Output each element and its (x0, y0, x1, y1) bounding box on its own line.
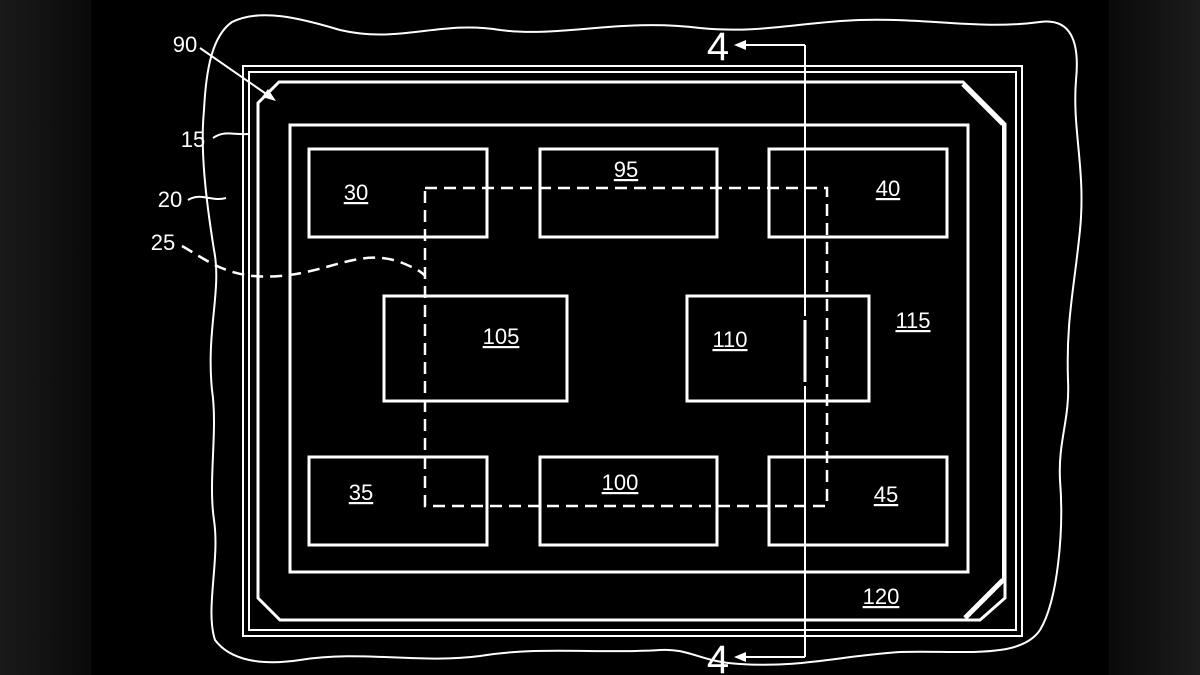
ref-30: 30 (344, 180, 368, 205)
box-95 (538, 147, 719, 239)
ref-105: 105 (483, 324, 520, 349)
ref-40: 40 (876, 176, 900, 201)
box-40 (767, 147, 949, 239)
frame-15-outer (242, 65, 1023, 637)
arrow-head-bottom-icon (734, 652, 746, 662)
ref-25: 25 (151, 230, 175, 255)
ref-15: 15 (181, 127, 205, 152)
box-110 (685, 294, 871, 403)
ref-95: 95 (614, 157, 638, 182)
leader-90 (199, 47, 273, 99)
leader-20 (187, 195, 227, 201)
box-35 (307, 455, 489, 547)
leader-15 (212, 132, 249, 139)
ref-115: 115 (895, 308, 930, 333)
section-marker-top: 4 (707, 25, 729, 69)
box-45 (767, 455, 949, 547)
ref-20: 20 (158, 187, 182, 212)
chamfer-thick-tr (961, 82, 1005, 126)
region-115 (288, 123, 970, 574)
ref-35: 35 (349, 480, 373, 505)
ref-120: 120 (863, 584, 900, 609)
arrow-head-top-icon (734, 40, 746, 50)
box-105 (382, 294, 569, 403)
dashed-region-25 (423, 186, 829, 508)
box-30 (307, 147, 489, 239)
arrow-head-90-icon (262, 89, 276, 101)
ref-45: 45 (874, 482, 898, 507)
substrate-outline (201, 14, 1083, 666)
leader-25 (181, 244, 426, 278)
box-100 (538, 455, 719, 547)
ref-110: 110 (712, 327, 747, 352)
frame-15-inner (248, 71, 1017, 631)
chamfer-thick-br (963, 578, 1005, 620)
ref-90: 90 (173, 32, 197, 57)
ref-100: 100 (602, 470, 639, 495)
section-marker-bottom: 4 (707, 638, 729, 675)
